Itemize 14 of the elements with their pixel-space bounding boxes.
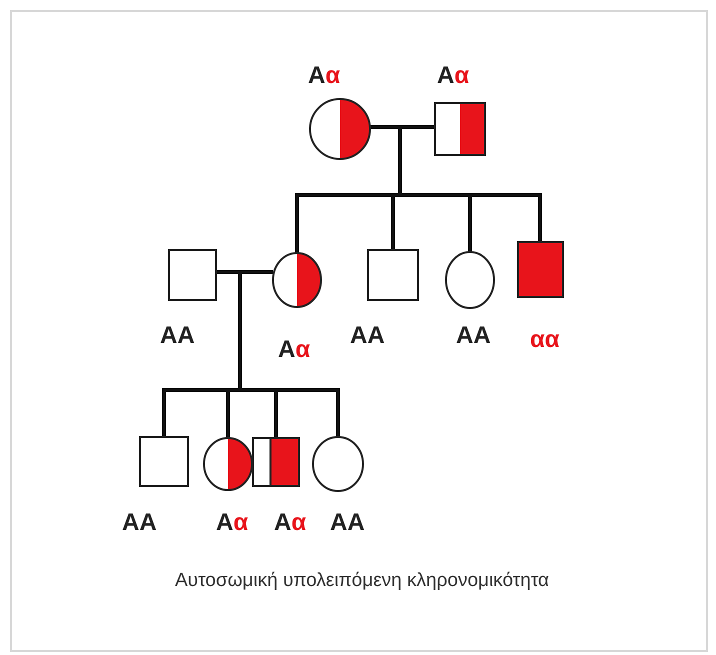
caption: Αυτοσωμική υπολειπόμενη κληρονομικότητα xyxy=(175,570,550,592)
genotype-label: AA xyxy=(456,322,491,350)
pedigree-line xyxy=(162,270,340,440)
genotype-label: αα xyxy=(530,326,560,354)
genotype-label: AA xyxy=(350,322,385,350)
genotype-label: Aα xyxy=(437,62,470,90)
genotype-label: AA xyxy=(122,509,157,537)
genotype-label: AA xyxy=(160,322,195,350)
genotype-label: Aα xyxy=(308,62,340,90)
genotype-label: Aα xyxy=(278,336,310,364)
genotype-label: Aα xyxy=(274,509,306,537)
genotype-label: Aα xyxy=(216,509,248,537)
genotype-label: AA xyxy=(330,509,365,537)
pedigree-line xyxy=(295,125,542,255)
